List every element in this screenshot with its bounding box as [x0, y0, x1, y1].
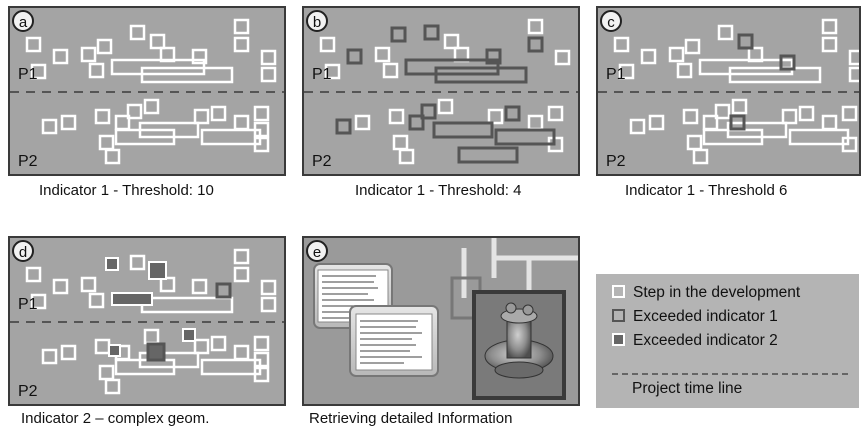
process-diagram [10, 18, 284, 165]
panel-c: c P1 P2 [596, 6, 861, 176]
caption-a: Indicator 1 - Threshold: 10 [39, 182, 214, 199]
lane-label-p2: P2 [18, 383, 38, 400]
timeline-dash-line [612, 373, 848, 375]
panel-label-a: a [12, 10, 34, 32]
lane-label-p1: P1 [606, 66, 626, 83]
panel-label-d: d [12, 240, 34, 262]
panel-b: b P1 P2 [302, 6, 580, 176]
legend-exceeded-2-label: Exceeded indicator 2 [633, 332, 778, 349]
step-swatch-icon [612, 285, 625, 298]
lane-label-p2: P2 [312, 153, 332, 170]
panel-e: e [302, 236, 580, 406]
legend-exceeded-1-label: Exceeded indicator 1 [633, 308, 778, 325]
legend-item-exceeded-1: Exceeded indicator 1 [612, 308, 778, 326]
lane-label-p1: P1 [18, 66, 38, 83]
lane-label-p2: P2 [18, 153, 38, 170]
panel-label-b: b [306, 10, 328, 32]
legend-item-step: Step in the development [612, 284, 800, 302]
caption-b: Indicator 1 - Threshold: 4 [355, 182, 522, 199]
caption-c: Indicator 1 - Threshold 6 [625, 182, 788, 199]
legend: Step in the development Exceeded indicat… [596, 274, 859, 408]
legend-item-timeline: Project time line [632, 380, 742, 398]
detail-view-illustration [313, 238, 578, 400]
legend-item-exceeded-2: Exceeded indicator 2 [612, 332, 778, 350]
panel-d: d P1 P2 [8, 236, 286, 406]
exceeded-2-swatch-icon [612, 333, 625, 346]
legend-step-label: Step in the development [633, 284, 801, 301]
panel-label-c: c [600, 10, 622, 32]
process-diagram [304, 18, 578, 165]
caption-e: Retrieving detailed Information [309, 410, 513, 427]
lane-label-p1: P1 [18, 296, 38, 313]
lane-label-p1: P1 [312, 66, 332, 83]
process-diagram [598, 18, 859, 165]
legend-timeline-label: Project time line [632, 380, 743, 397]
lane-label-p2: P2 [606, 153, 626, 170]
process-diagram [10, 248, 284, 395]
caption-d: Indicator 2 – complex geom. [21, 410, 210, 427]
panel-a: a P1 P2 [8, 6, 286, 176]
panel-label-e: e [306, 240, 328, 262]
exceeded-1-swatch-icon [612, 309, 625, 322]
